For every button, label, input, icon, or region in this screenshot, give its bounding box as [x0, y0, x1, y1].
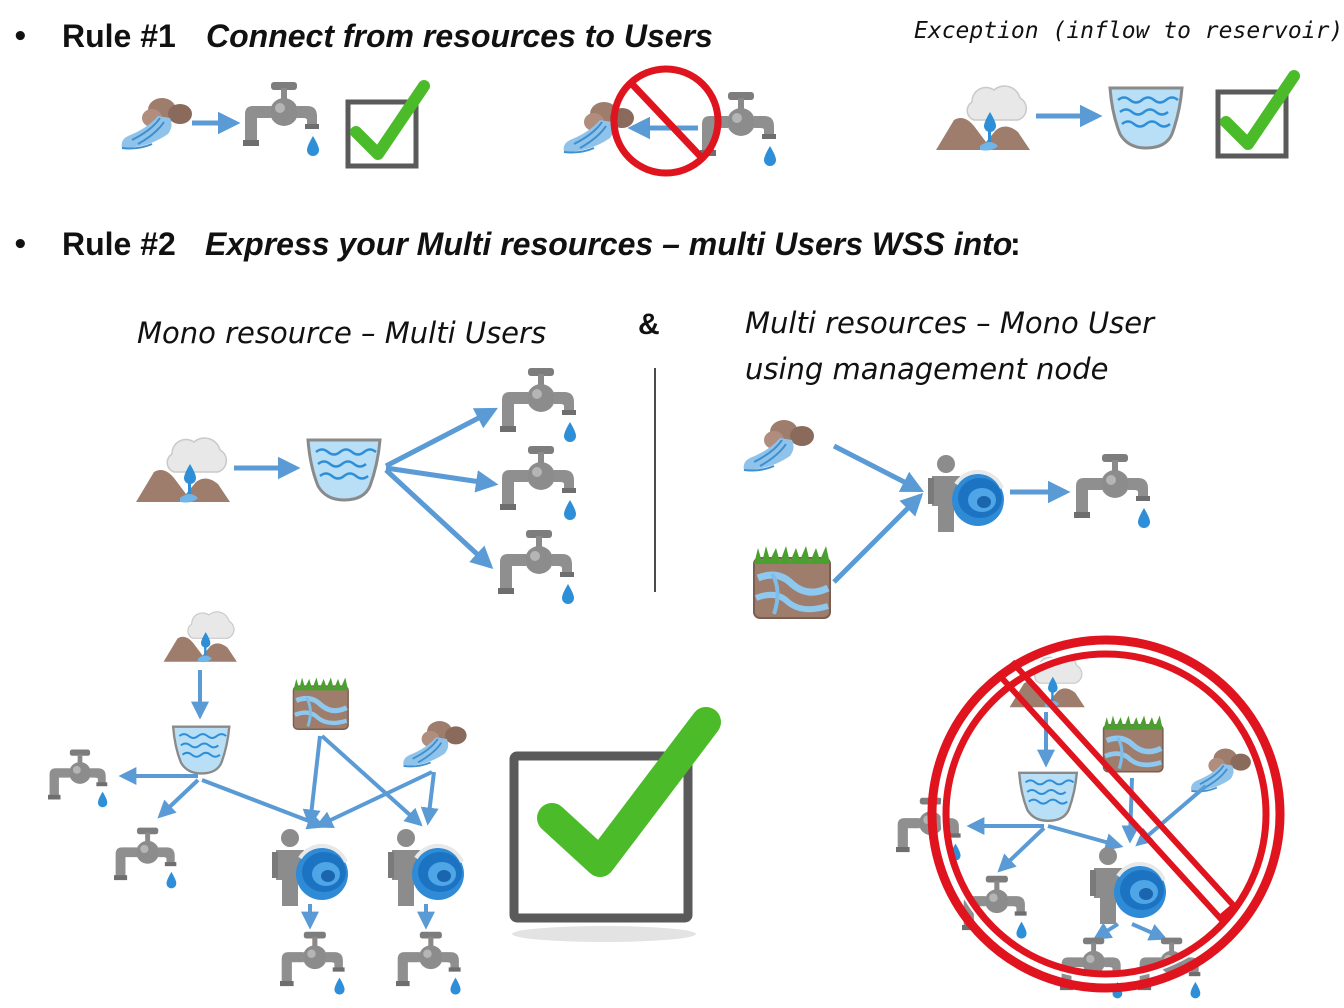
- tap-icon: [243, 82, 319, 156]
- tap-icon: [48, 749, 108, 808]
- flow-arrow: [1047, 824, 1124, 851]
- flow-arrow: [314, 770, 433, 828]
- reservoir-icon: [1108, 86, 1184, 150]
- reservoir-icon: [1018, 771, 1079, 822]
- exception-label: Exception (inflow to reservoir): [914, 18, 1344, 44]
- checkbox-icon: [348, 86, 424, 166]
- flow-arrow: [420, 771, 439, 826]
- flow-arrow: [320, 734, 423, 827]
- mono-resource-caption: Mono resource – Multi Users: [137, 316, 547, 350]
- rule1-label: Rule #1: [62, 18, 176, 54]
- rule2-label: Rule #2: [62, 226, 176, 262]
- flow-arrow: [832, 492, 924, 584]
- rain-mountain-icon: [162, 611, 238, 663]
- rule2-colon: :: [1010, 226, 1021, 262]
- rule1-valid-example: [120, 82, 424, 166]
- multi-resource-diagram: [742, 419, 1150, 618]
- river-icon: [120, 97, 193, 150]
- flow-arrow: [1131, 922, 1168, 941]
- management-node-icon: [270, 827, 350, 908]
- forbidden-icon: [610, 65, 722, 177]
- tap-icon: [280, 931, 345, 995]
- management-node-icon: [386, 827, 466, 908]
- rain-mountain-icon: [135, 437, 231, 504]
- tap-icon: [114, 827, 177, 889]
- aquifer-icon: [754, 546, 830, 618]
- invalid-network-diagram: [896, 635, 1285, 999]
- tap-icon: [500, 446, 576, 520]
- flow-arrow: [385, 465, 499, 493]
- rule2-bullet: •: [12, 230, 29, 260]
- river-icon: [1190, 747, 1252, 793]
- flow-arrow: [302, 735, 322, 828]
- large-checkbox-icon: [509, 707, 721, 942]
- tap-icon: [1074, 454, 1150, 528]
- flow-arrow: [1135, 784, 1208, 847]
- flow-arrow: [997, 826, 1046, 873]
- valid-network-diagram: [48, 611, 468, 995]
- flow-arrow: [384, 468, 494, 570]
- multi-resource-caption-line1: Multi resources – Mono User: [745, 306, 1155, 340]
- reservoir-icon: [306, 438, 382, 502]
- river-icon: [402, 720, 468, 768]
- aquifer-icon: [293, 677, 348, 729]
- tap-icon: [500, 368, 576, 442]
- multi-resource-caption-line2: using management node: [745, 352, 1109, 386]
- flow-arrow: [201, 778, 326, 830]
- flow-arrow: [1121, 777, 1140, 844]
- river-icon: [742, 419, 815, 472]
- flow-arrow: [384, 407, 498, 469]
- flow-arrow: [832, 443, 925, 493]
- rule1-invalid-example: [562, 65, 776, 177]
- rule2-text: Express your Multi resources – multi Use…: [205, 226, 1013, 262]
- forbidden-icon: [927, 635, 1285, 993]
- flow-arrow: [157, 778, 200, 819]
- ampersand: &: [638, 308, 660, 341]
- checkbox-icon: [1218, 76, 1294, 156]
- rule1-text: Connect from resources to Users: [206, 18, 713, 54]
- rain-mountain-icon: [935, 85, 1031, 152]
- rule1-bullet: •: [12, 22, 29, 52]
- flow-arrow: [1092, 922, 1120, 940]
- management-node-icon: [1088, 845, 1168, 926]
- tap-icon: [498, 530, 574, 604]
- aquifer-icon: [1104, 716, 1163, 772]
- reservoir-icon: [171, 725, 231, 775]
- rule1-exception-example: [935, 76, 1294, 156]
- mono-resource-diagram: [135, 368, 576, 604]
- management-node-icon: [926, 453, 1006, 534]
- tap-icon: [396, 931, 461, 995]
